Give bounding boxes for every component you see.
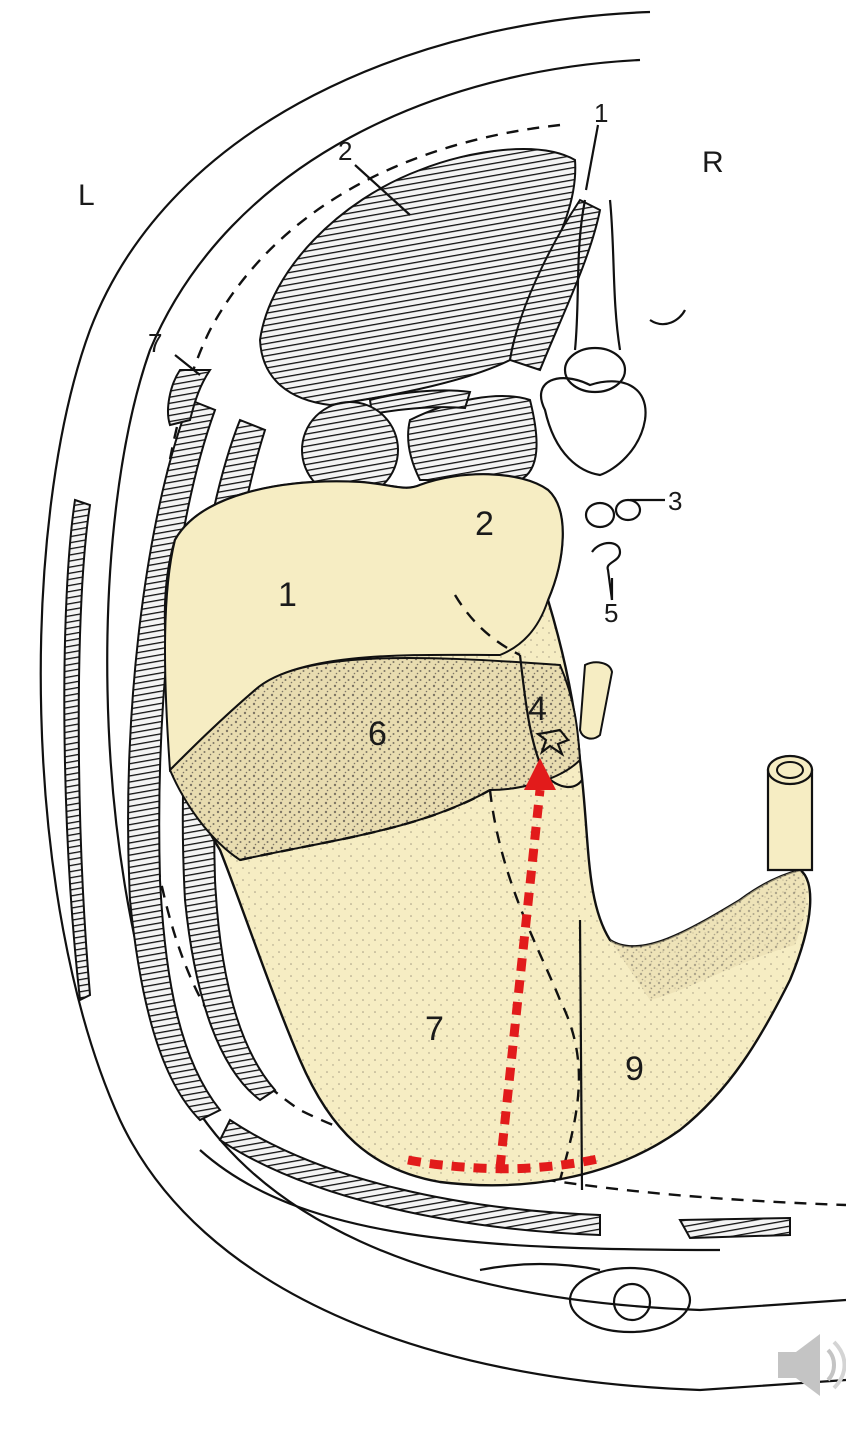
upper-muscle-mass <box>260 149 600 498</box>
outer-label-2: 2 <box>338 136 352 166</box>
region-label-9: 9 <box>625 1050 644 1088</box>
region-label-1: 1 <box>278 576 297 614</box>
speaker-icon[interactable] <box>778 1334 845 1396</box>
outer-label-5: 5 <box>604 598 618 628</box>
region-label-7: 7 <box>425 1010 444 1048</box>
left-orientation-label: L <box>78 179 95 212</box>
outer-label-7: 7 <box>148 328 162 358</box>
region-label-4: 4 <box>528 690 547 728</box>
region-label-6: 6 <box>368 715 387 753</box>
outer-label-1: 1 <box>594 98 608 128</box>
right-orientation-label: R <box>702 146 724 179</box>
region-label-2: 2 <box>475 505 494 543</box>
outer-label-3: 3 <box>668 486 682 516</box>
